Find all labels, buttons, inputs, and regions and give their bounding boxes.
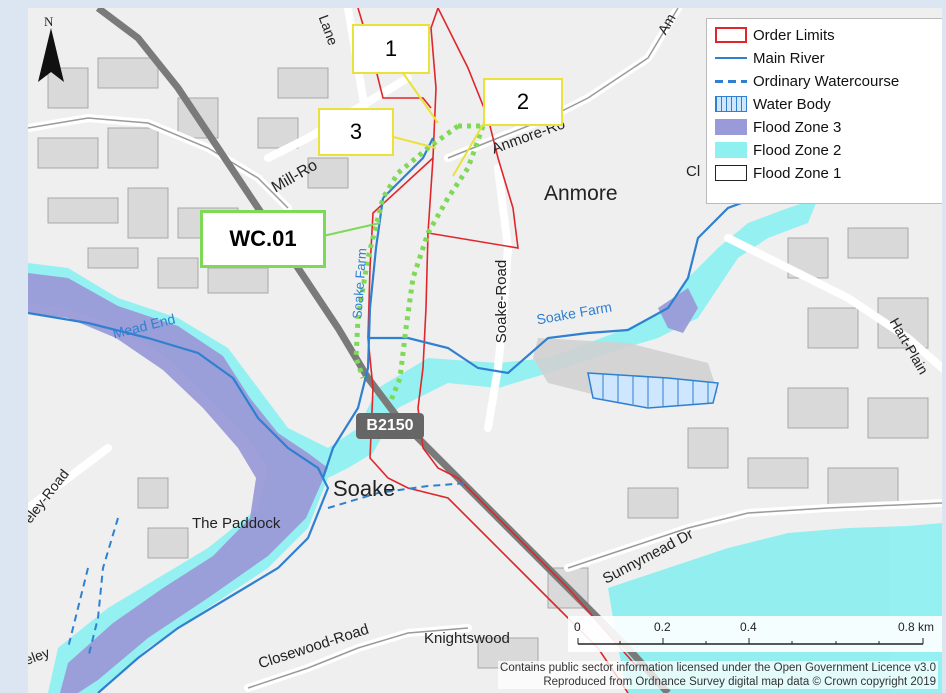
place-label-the-paddock: The Paddock — [192, 515, 281, 532]
road-label-soake-road: Soake-Road — [493, 259, 511, 344]
scale-bar-graphic — [577, 638, 924, 645]
main-river-lines — [28, 137, 769, 693]
order-limits-outline — [357, 8, 639, 693]
scale-tick-0-4: 0.4 — [740, 620, 757, 634]
scale-tick-0: 0 — [574, 620, 581, 634]
scale-tick-0-8: 0.8 km — [898, 620, 935, 634]
place-label-cl: Cl — [686, 163, 701, 180]
ordinary-watercourse-lines — [67, 482, 469, 659]
flood-zone-1-swatch — [715, 165, 747, 181]
north-arrow: N — [36, 14, 66, 84]
attribution-line-2: Reproduced from Ordnance Survey digital … — [543, 676, 936, 688]
legend-item-flood-zone-1: Flood Zone 1 — [715, 163, 841, 183]
scale-bar: 0 0.2 0.4 0.8 km — [568, 616, 942, 652]
legend-item-order-limits: Order Limits — [715, 25, 835, 45]
place-label-anmore: Anmore — [544, 182, 618, 205]
callout-box-3[interactable]: 3 — [318, 108, 394, 156]
map-legend: Order Limits Main River Ordinary Waterco… — [706, 18, 942, 204]
minor-road-edges — [28, 8, 942, 689]
legend-item-flood-zone-2: Flood Zone 2 — [715, 140, 841, 160]
callout-box-2[interactable]: 2 — [483, 78, 563, 126]
place-label-knightswood: Knightswood — [424, 630, 510, 647]
legend-label: Main River — [753, 49, 825, 67]
attribution-line-1: Contains public sector information licen… — [500, 662, 936, 674]
water-body-shape — [587, 372, 719, 409]
urban-blocks — [37, 57, 929, 669]
main-river-swatch — [715, 57, 747, 59]
place-label-soake: Soake — [333, 476, 396, 501]
flood-zone-2-swatch — [715, 142, 747, 158]
ordinary-watercourse-swatch — [715, 79, 747, 83]
wc-leader — [322, 222, 381, 237]
legend-item-water-body: Water Body — [715, 94, 831, 114]
flood-zone-3-areas — [28, 273, 698, 693]
legend-item-flood-zone-3: Flood Zone 3 — [715, 117, 841, 137]
legend-label: Water Body — [753, 95, 831, 113]
order-limits-swatch — [715, 27, 747, 43]
scale-tick-0-2: 0.2 — [654, 620, 671, 634]
cable-route-dotted — [353, 123, 486, 404]
callout-box-1[interactable]: 1 — [352, 24, 430, 74]
map-canvas[interactable]: N Anmore Soake The Paddock Knightswood C… — [28, 8, 942, 693]
callout-box-wc01[interactable]: WC.01 — [200, 210, 326, 268]
north-arrow-icon — [38, 28, 64, 82]
flood-zone-3-swatch — [715, 119, 747, 135]
water-body-swatch — [715, 96, 747, 112]
legend-label: Flood Zone 2 — [753, 141, 842, 159]
legend-label: Order Limits — [753, 26, 835, 44]
map-attribution: Contains public sector information licen… — [498, 661, 938, 689]
legend-item-ordinary-watercourse: Ordinary Watercourse — [715, 71, 899, 91]
legend-label: Ordinary Watercourse — [753, 72, 900, 90]
legend-item-main-river: Main River — [715, 48, 825, 68]
legend-label: Flood Zone 1 — [753, 164, 842, 182]
road-badge-b2150: B2150 — [356, 413, 424, 439]
north-label: N — [44, 14, 54, 29]
legend-label: Flood Zone 3 — [753, 118, 842, 136]
